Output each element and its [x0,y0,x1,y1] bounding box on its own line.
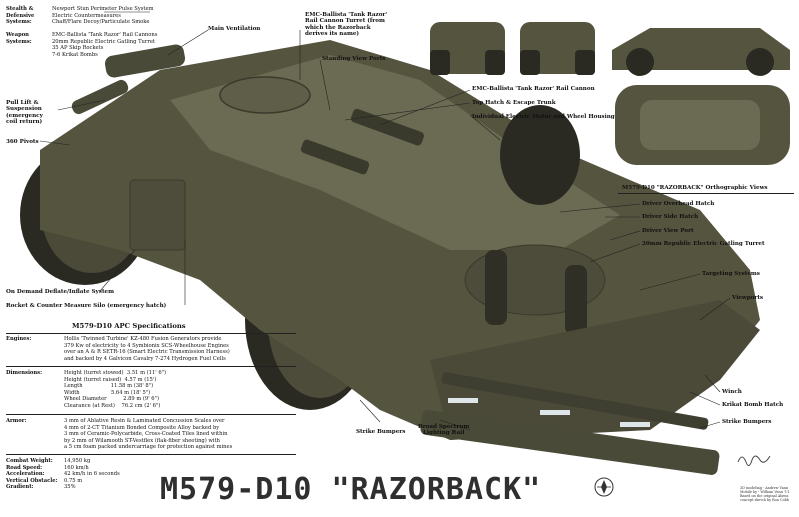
callout-360-pivots: 360 Pivots [6,139,39,145]
callout-deflate-inflate: On Demand Deflate/Inflate System [6,289,115,295]
engines-value: Hollis 'Twinned Turbine' KZ-480 Fusion G… [64,336,230,362]
ortho-views-title: M579-D10 "RAZORBACK" Orthographic Views [622,185,768,191]
spec-divider-4 [6,454,296,455]
apc-spec-title: M579-D10 APC Specifications [72,322,186,330]
rail-cannon-left [300,139,370,175]
engines-key: Engines: [6,336,32,342]
callout-driver-side-hatch: Driver Side Hatch [642,214,699,220]
callout-viewports: Viewports [732,295,764,301]
callout-driver-view-port: Driver View Port [642,228,694,234]
spec-dimensions: Dimensions: Height (turret stowed) 3.51 … [6,370,306,412]
gatling-barrel-left [485,250,507,325]
ortho-front-view [430,22,505,75]
ortho-top-view [615,85,790,165]
stealth-key: Stealth & Defensive Systems: [6,6,35,26]
front-right-wheel [500,105,580,205]
callout-top-hatch: Top Hatch & Escape Trunk [472,100,556,106]
spec-divider-1 [6,333,296,334]
weapons-value: EMC-Ballista 'Tank Razor' Rail Cannons 2… [52,32,158,58]
callout-winch: Winch [722,389,742,395]
callout-standing-view-ports: Standing View Ports [322,56,386,62]
spec-performance: Combat Weight: Road Speed: Acceleration:… [6,458,156,494]
callout-pull-lift: Pull Lift & Suspension (emergency coil r… [6,100,43,126]
callout-rocket-silo: Rocket & Counter Measure Silo (emergency… [6,303,167,309]
callout-lighting-rail: Broad Spectrum Lighting Rail [418,424,470,437]
armor-key: Armor: [6,418,27,424]
stealth-value: Newport Stun Perimeter Pulse System Elec… [52,6,154,26]
spec-armor: Armor: 3 mm of Ablative Resin & Laminate… [6,418,306,454]
rail-cannon-right [350,108,424,146]
spec-divider-2 [6,366,296,367]
dimensions-value: Height (turret stowed) 3.51 m (11' 6") H… [64,370,167,409]
strike-bumper-lower [420,410,720,475]
gatling-barrel-right [565,265,587,335]
callout-strike-bumpers-left: Strike Bumpers [356,429,406,435]
callout-krikat-bomb-hatch: Krikat Bomb Hatch [722,402,784,408]
main-title: M579-D10 "RAZORBACK" [160,472,542,507]
ortho-side-view [612,28,790,76]
callout-main-ventilation: Main Ventilation [208,26,261,32]
performance-values: 14,950 kg 160 km/h 42 km/h in 6 seconds … [64,458,120,491]
spec-divider-3 [6,414,296,415]
performance-keys: Combat Weight: Road Speed: Acceleration:… [6,458,58,491]
callout-rail-cannon-turret: EMC-Ballista 'Tank Razor' Rail Cannon Tu… [305,12,388,38]
dimensions-key: Dimensions: [6,370,42,376]
ortho-divider [618,193,794,194]
main-ventilation [104,44,186,78]
callout-wheel-housing: Individual Electric Motor and Wheel Hous… [472,114,615,120]
callout-targeting-systems: Targeting Systems [702,271,760,277]
spec-engines: Engines: Hollis 'Twinned Turbine' KZ-480… [6,336,306,366]
header-specs: Stealth & Defensive Systems: Newport Stu… [6,6,206,76]
lighting-rail [441,372,709,430]
callout-driver-overhead-hatch: Driver Overhead Hatch [642,201,715,207]
credits-text: 3D modeling - Andrew Vann Mobile by - Wi… [740,486,790,502]
armor-value: 3 mm of Ablative Resin & Laminated Concu… [64,418,233,451]
callout-gatling-turret: 20mm Republic Electric Gatling Turret [642,241,765,247]
top-hatch [219,76,311,114]
ortho-rear-view [520,22,595,75]
weapons-key: Weapon Systems: [6,32,32,45]
callout-rail-cannon: EMC-Ballista 'Tank Razor' Rail Cannon [472,86,595,92]
callout-strike-bumpers-right: Strike Bumpers [722,419,772,425]
